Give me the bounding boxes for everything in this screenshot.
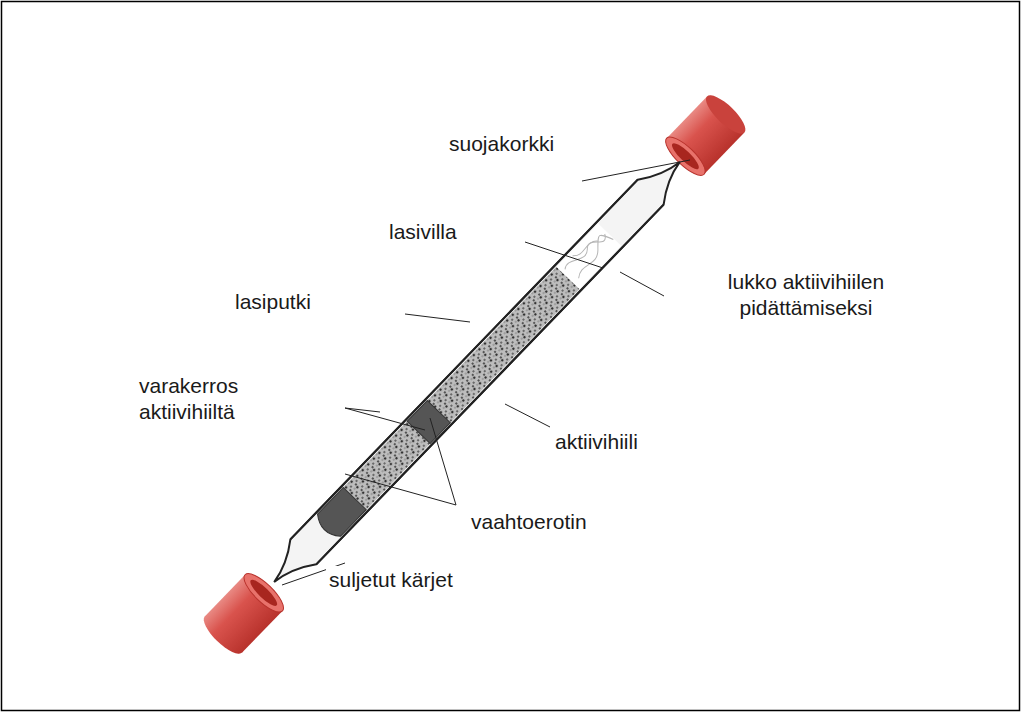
- foam-plug: [407, 400, 450, 443]
- foam-plug: [313, 487, 366, 541]
- part-label: lukko aktiivihiilen pidättämiseksi: [668, 268, 944, 322]
- part-label: varakerros aktiivihiiltä: [136, 372, 302, 426]
- part-label: vaahtoerotin: [468, 508, 590, 536]
- activated-carbon: [427, 267, 579, 423]
- part-label: suojakorkki: [446, 130, 557, 158]
- part-label: lasivilla: [386, 218, 460, 246]
- part-label: lasiputki: [232, 288, 314, 316]
- part-label: aktiivihiili: [552, 428, 641, 456]
- part-label: suljetut kärjet: [326, 566, 456, 594]
- leader-lines: [282, 160, 690, 585]
- backup-carbon: [343, 421, 430, 509]
- glass-tube: [261, 149, 693, 594]
